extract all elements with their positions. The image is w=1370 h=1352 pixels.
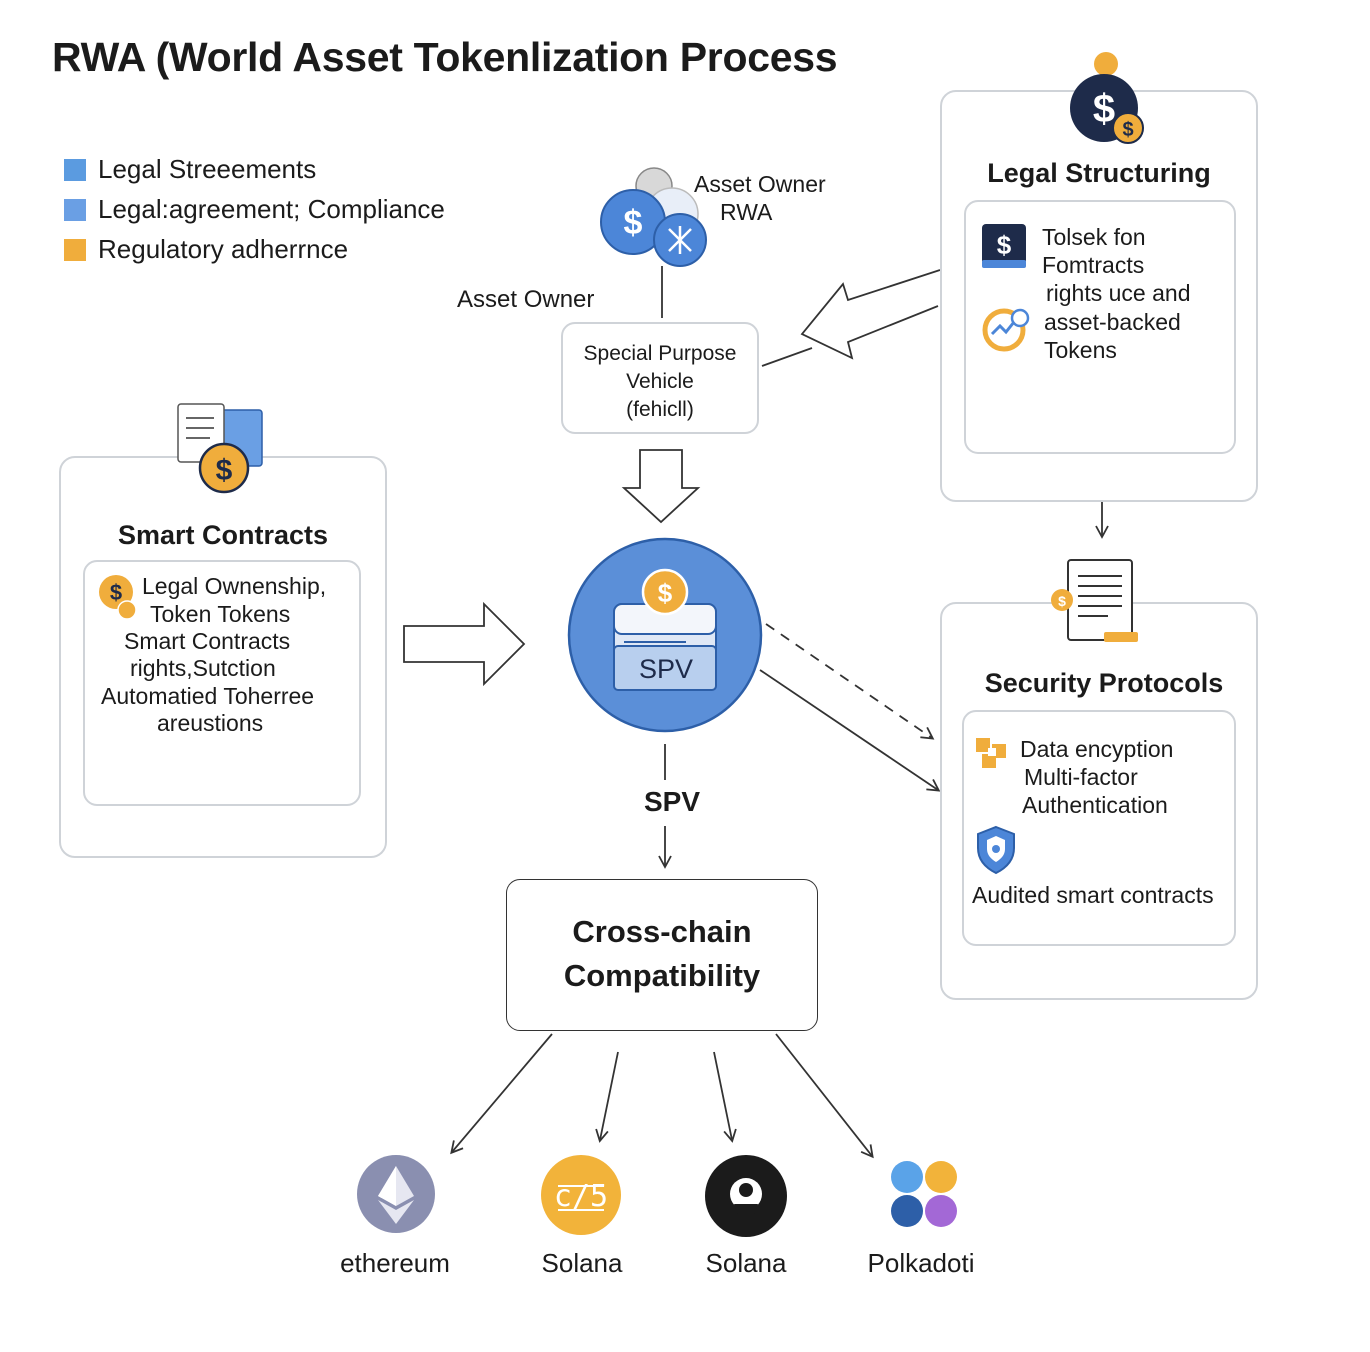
security-line-3: Authentication [1022, 792, 1168, 818]
security-protocols-heading: Security Protocols [984, 668, 1224, 698]
arrow-to-solana-dark [713, 1051, 737, 1143]
security-line-1: Data encyption [1020, 736, 1174, 762]
svg-text:$: $ [110, 580, 122, 605]
arrow-spv-security [759, 669, 941, 792]
spv-vault-icon: $ [567, 537, 763, 733]
page-title: RWA (World Asset Tokenlization Process [52, 34, 838, 80]
smart-line-6: areustions [157, 710, 264, 736]
cross-chain-box: Cross-chain Compatibility [506, 879, 818, 1031]
legend-swatch-gold [64, 238, 86, 261]
shield-icon [977, 825, 1015, 875]
hollow-arrow-left [800, 269, 941, 360]
dollar-coin-icon: $ $ [1070, 52, 1144, 144]
spv-box-line-1: Special Purpose [583, 342, 737, 365]
solana-dark-icon [705, 1155, 787, 1237]
svg-text:$: $ [216, 454, 233, 487]
dashed-arrow-spv-security [765, 623, 935, 740]
legal-line-5: Tokens [1044, 337, 1117, 363]
cross-chain-line-2: Compatibility [563, 958, 761, 993]
legend-item-regulatory: Regulatory adherrnce [64, 234, 348, 265]
asset-owner-coins-icon: $ [600, 167, 707, 267]
smart-line-3: Smart Contracts [124, 628, 291, 654]
spv-circle-label: SPV [638, 654, 694, 684]
encryption-puzzle-icon [976, 738, 1006, 768]
polkadot-icon [891, 1161, 957, 1227]
smart-line-2: Token Tokens [150, 601, 291, 627]
security-protocols-panel: Security Protocols [940, 602, 1258, 1000]
legend-swatch-blue [64, 198, 86, 221]
legal-structuring-stack [964, 396, 1236, 454]
contract-document-icon: $ [177, 403, 263, 494]
legend-label: Legal Streeements [98, 154, 317, 184]
solana-icon: c/5 [541, 1155, 621, 1235]
legend-label: Legal:agreement; Compliance [98, 194, 445, 224]
asset-owner-left-label: Asset Owner [457, 286, 595, 313]
ethereum-icon [357, 1155, 435, 1233]
legend-item-compliance: Legal:agreement; Compliance [64, 194, 445, 225]
chain-label-ethereum: ethereum [340, 1248, 450, 1278]
hollow-arrow-down [621, 449, 701, 524]
legend-item-legal-statements: Legal Streeements [64, 154, 316, 185]
special-purpose-vehicle-box: Special Purpose Vehicle (fehicll) [561, 322, 759, 434]
arrow-to-solana [595, 1051, 619, 1143]
legal-line-4: asset-backed [1044, 309, 1181, 335]
security-line-2: Multi-factor [1024, 764, 1138, 790]
smart-contracts-heading: Smart Contracts [117, 520, 329, 550]
asset-chart-icon [982, 308, 1030, 352]
legend-swatch-blue [64, 158, 86, 181]
svg-text:$: $ [658, 578, 673, 608]
chain-label-polkadot: Polkadoti [867, 1248, 975, 1278]
cross-chain-line-1: Cross-chain [572, 914, 752, 949]
legal-line-1: Tolsek fon [1042, 224, 1146, 250]
legal-structuring-heading: Legal Structuring [987, 158, 1211, 188]
token-dollar-icon: $ [982, 224, 1026, 268]
chain-label-solana: Solana [541, 1248, 623, 1278]
legal-line-3: rights uce and [1046, 280, 1191, 306]
coin-stack-icon: $ [99, 575, 137, 620]
asset-owner-top-label: Asset Owner [694, 171, 826, 197]
document-report-icon: $ [1051, 559, 1138, 642]
spv-box-line-2: Vehicle [626, 370, 694, 393]
svg-text:$: $ [1122, 119, 1133, 141]
svg-text:$: $ [1058, 593, 1066, 609]
spv-below-label: SPV [643, 786, 701, 817]
svg-text:$: $ [624, 204, 643, 242]
security-audited: Audited smart contracts [972, 882, 1214, 908]
smart-line-5: Automatied Toherree [101, 683, 315, 709]
smart-line-4: rights,Sutction [130, 655, 276, 681]
spv-box-line-3: (fehicll) [626, 398, 694, 421]
hollow-arrow-right [403, 601, 526, 687]
legal-structuring-panel: Legal Structuring [940, 90, 1258, 502]
chain-label-solana-dark: Solana [705, 1248, 787, 1278]
arrow-to-polkadot [775, 1033, 874, 1159]
svg-text:$: $ [1093, 87, 1115, 131]
svg-text:c/5: c/5 [554, 1179, 608, 1214]
smart-line-1: Legal Ownenship, [142, 573, 327, 599]
rwa-label: RWA [720, 199, 773, 225]
arrow-to-ethereum [450, 1033, 553, 1155]
legal-line-2: Fomtracts [1042, 252, 1145, 278]
security-protocols-inner [962, 710, 1236, 946]
legend-label: Regulatory adherrnce [98, 234, 349, 264]
svg-text:$: $ [997, 230, 1012, 260]
